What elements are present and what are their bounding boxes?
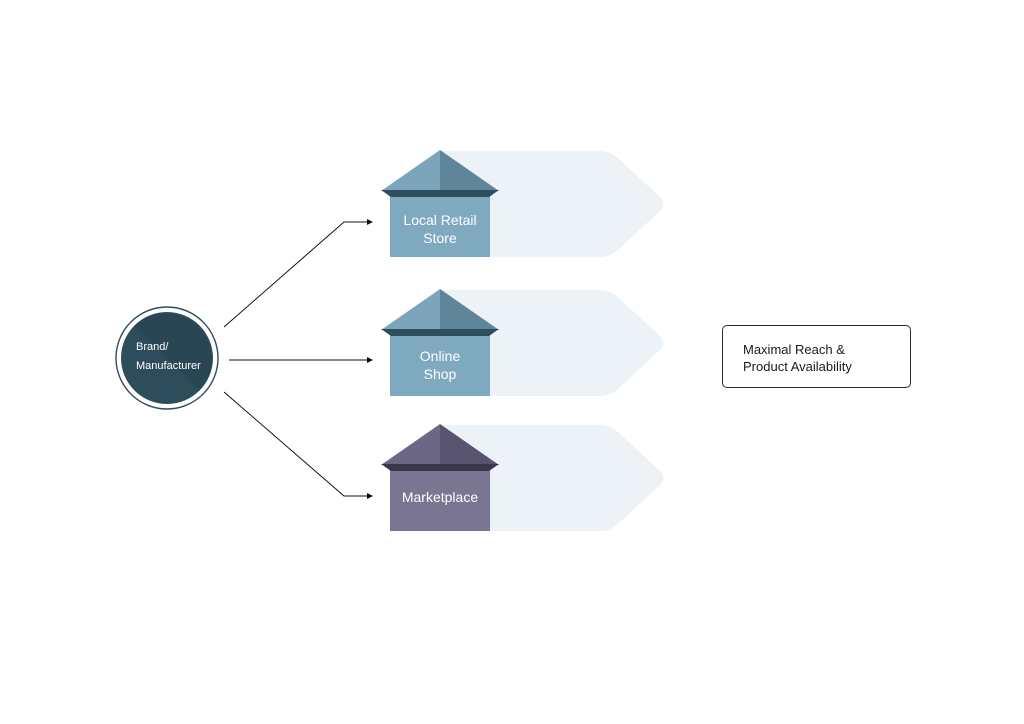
outcome-line2: Product Availability: [743, 359, 852, 374]
connector-marketplace: [223, 391, 373, 499]
roof-base: [381, 190, 499, 197]
source-label-line1: Brand/: [136, 341, 169, 353]
connector-local-retail-store: [223, 219, 373, 328]
arrow-band: [440, 290, 664, 396]
roof-left: [381, 150, 440, 191]
brand-manufacturer-node: Brand/ Manufacturer: [115, 306, 219, 410]
channel-label-line2: Shop: [424, 366, 457, 382]
source-circle-shade: [134, 313, 212, 391]
roof-left: [381, 424, 440, 465]
channel-online-shop: Online Shop: [381, 289, 664, 396]
roof-left: [381, 289, 440, 330]
house-icon: [390, 330, 490, 396]
roof-base: [381, 464, 499, 471]
channel-marketplace: Marketplace: [381, 424, 664, 531]
house-icon: [390, 465, 490, 531]
connectors: [223, 219, 373, 499]
outcome-box: Maximal Reach & Product Availability: [722, 325, 911, 388]
roof-base: [381, 329, 499, 336]
channel-label-line2: Store: [423, 230, 457, 246]
channel-label-line1: Online: [420, 348, 461, 364]
channel-local-retail-store: Local Retail Store: [381, 150, 664, 257]
channel-label-line1: Marketplace: [402, 489, 478, 505]
roof-right: [440, 424, 499, 465]
arrow-band: [440, 425, 664, 531]
source-label-line2: Manufacturer: [136, 360, 201, 372]
house-icon: [390, 191, 490, 257]
channel-label-line1: Local Retail: [403, 212, 476, 228]
roof-right: [440, 289, 499, 330]
roof-right: [440, 150, 499, 191]
arrow-band: [440, 151, 664, 257]
outcome-line1: Maximal Reach &: [743, 342, 845, 357]
